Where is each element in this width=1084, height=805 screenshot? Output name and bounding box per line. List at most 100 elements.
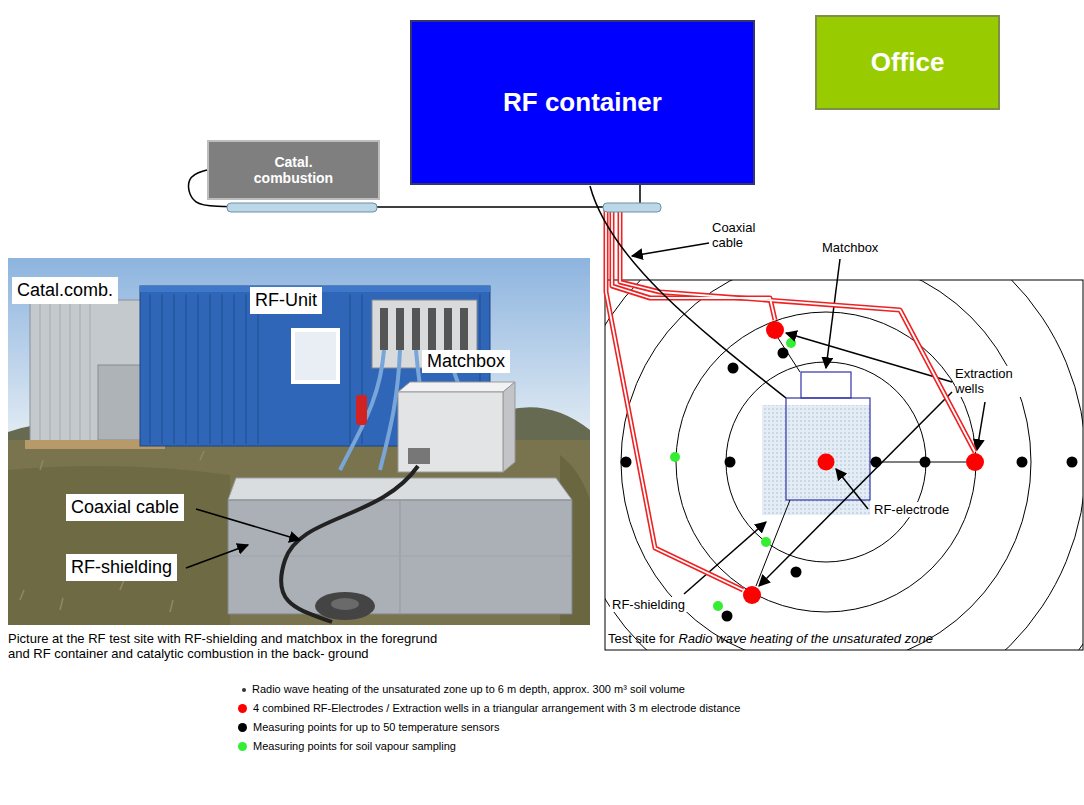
rf-cable: [606, 208, 975, 590]
photo-label: RF-shielding: [66, 554, 177, 581]
site-photo: [20, 590, 24, 600]
site-plan: [786, 398, 870, 500]
site-plan: [920, 457, 931, 468]
note-text: Radio wave heating of the unsaturated zo…: [252, 683, 685, 696]
rf-cable: [606, 208, 975, 590]
unit-box: Catal. combustion: [207, 140, 380, 200]
legend-swatch: [238, 704, 247, 713]
site-plan: [759, 392, 952, 586]
site-plan: [786, 338, 796, 348]
site-photo: [80, 302, 81, 443]
site-photo: [340, 350, 384, 470]
coaxial-cable: [590, 186, 786, 398]
site-plan: [818, 454, 835, 471]
site-photo: [40, 460, 43, 470]
site-photo: [40, 302, 90, 443]
site-plan: [977, 402, 985, 450]
site-photo: [70, 302, 71, 443]
site-plan: [621, 280, 1031, 650]
site-photo: [315, 592, 375, 620]
rf-cable: [620, 208, 975, 452]
site-photo: [60, 302, 61, 443]
site-plan: [836, 469, 868, 509]
photo-label: RF-Unit: [250, 287, 322, 314]
site-plan: [632, 243, 709, 256]
site-photo: [257, 294, 259, 444]
site-photo: [200, 451, 204, 460]
photo-label: Coaxial cable: [66, 494, 184, 521]
site-plan: [801, 372, 851, 398]
site-plan: [1067, 457, 1078, 468]
site-photo: [412, 308, 420, 350]
site-plan: [743, 321, 984, 604]
site-plan: [605, 280, 1083, 650]
site-plan: [761, 537, 771, 547]
site-photo: [98, 365, 146, 440]
site-photo: [8, 258, 590, 625]
site-plan: [778, 348, 789, 359]
site-photo: [90, 302, 91, 443]
box-text: Catal. combustion: [241, 154, 346, 186]
box-text: RF container: [503, 88, 662, 118]
box-text: Office: [871, 48, 945, 78]
site-photo: [221, 294, 223, 444]
legend-row: Measuring points for up to 50 temperatur…: [238, 721, 499, 734]
legend-text: Measuring points for up to 50 temperatur…: [253, 721, 499, 734]
site-plan: [621, 457, 632, 468]
site-photo: [349, 294, 351, 444]
legend-swatch: [238, 723, 247, 732]
site-photo: [161, 294, 163, 444]
site-plan: [871, 457, 882, 468]
site-photo: [400, 500, 401, 614]
site-plan: [778, 338, 800, 372]
site-photo: [196, 509, 300, 540]
site-plan: [743, 586, 761, 604]
site-photo: [186, 545, 248, 568]
legend-row: 4 combined RF-Electrodes / Extraction we…: [238, 702, 740, 715]
site-photo: [281, 466, 418, 622]
site-caption: Test site for: [608, 631, 674, 646]
site-photo: [428, 308, 436, 350]
site-plan: [762, 405, 870, 515]
site-photo: [60, 598, 63, 610]
site-plan: [605, 280, 1083, 650]
rf-cable: [606, 208, 743, 590]
photo-label: Matchbox: [422, 350, 510, 373]
site-plan: [722, 611, 733, 622]
rf-cable: [612, 208, 775, 320]
site-photo: [149, 294, 151, 444]
site-photo: [408, 448, 430, 464]
site-photo: [50, 302, 51, 443]
container-box: RF container: [410, 20, 755, 185]
hose-sleeve: [227, 203, 661, 212]
legend-row: Measuring points for soil vapour samplin…: [238, 740, 456, 753]
site-photo: [170, 600, 173, 612]
site-photo: [356, 395, 367, 425]
site-photo: [331, 598, 359, 610]
site-photo: [30, 300, 152, 445]
site-plan: [870, 462, 966, 463]
site-photo: [398, 392, 503, 472]
callout-label: RF-shielding: [610, 597, 687, 612]
site-plan: [966, 453, 984, 471]
site-photo: [185, 294, 187, 444]
site-plan: [511, 147, 1084, 777]
hose-sleeve: [227, 203, 377, 212]
site-photo: [20, 451, 204, 612]
site-photo: [228, 478, 572, 500]
hose-sleeve: [603, 203, 661, 212]
note-bullet: [242, 688, 246, 692]
legend-text: Measuring points for soil vapour samplin…: [253, 740, 456, 753]
rf-cable: [606, 208, 743, 590]
rf-cable: [612, 208, 775, 320]
site-plan: [826, 259, 840, 368]
site-plan: [766, 321, 784, 339]
site-photo: [8, 466, 230, 625]
site-photo: [460, 308, 468, 350]
site-photo: [228, 556, 572, 557]
office-box: Office: [815, 15, 1000, 110]
site-photo: [40, 302, 41, 443]
site-plan: [605, 280, 1083, 650]
legend-text: 4 combined RF-Electrodes / Extraction we…: [253, 702, 740, 715]
callout-label: RF-electrode: [872, 502, 951, 517]
